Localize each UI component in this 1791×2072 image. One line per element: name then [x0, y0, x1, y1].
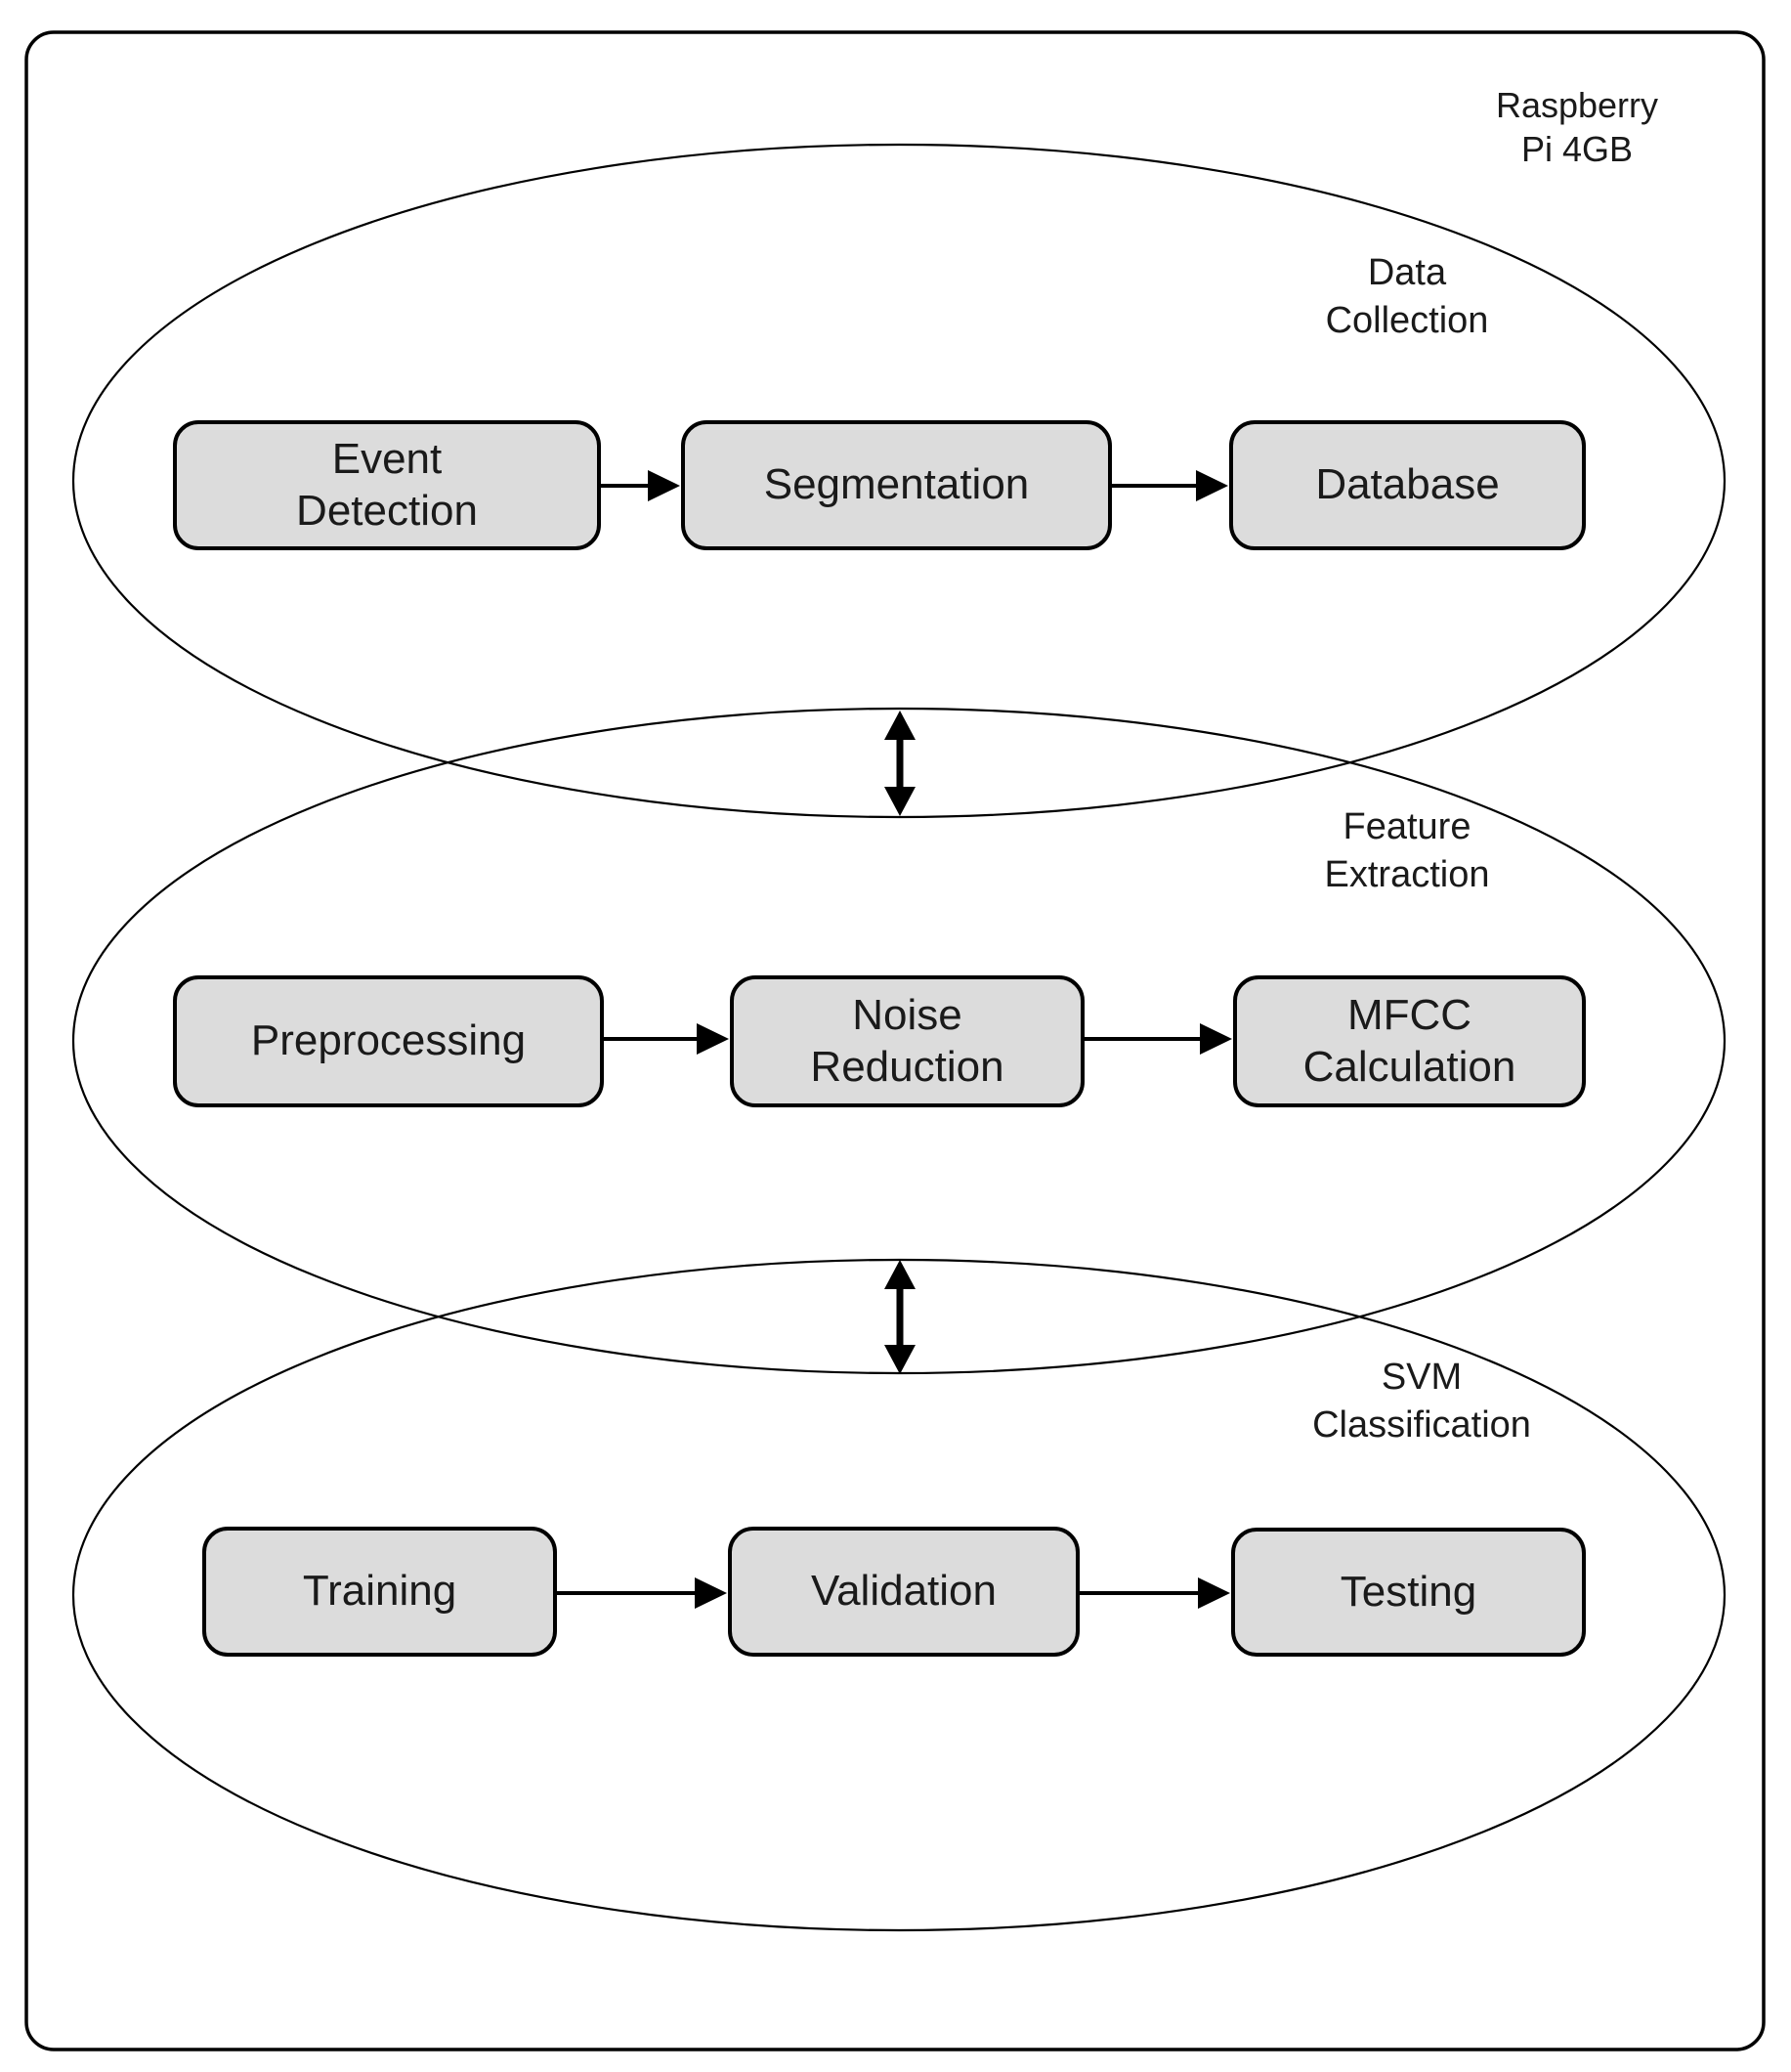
arrow-preprocessing-to-noise-reduction	[604, 1023, 729, 1055]
arrow-noise-reduction-to-mfcc	[1085, 1023, 1232, 1055]
group-label-svm-classification: SVM Classification	[1312, 1357, 1531, 1446]
node-database: Database	[1229, 420, 1586, 550]
node-mfcc-calculation: MFCC Calculation	[1233, 975, 1586, 1107]
node-segmentation: Segmentation	[681, 420, 1112, 550]
group-label-feature-extraction: Feature Extraction	[1324, 806, 1490, 895]
node-preprocessing: Preprocessing	[173, 975, 604, 1107]
node-testing: Testing	[1231, 1528, 1586, 1657]
arrow-validation-to-testing	[1080, 1577, 1230, 1609]
feature-extraction-ellipse	[71, 707, 1727, 1375]
arrow-segmentation-to-database	[1112, 470, 1228, 501]
data-collection-ellipse	[71, 143, 1727, 819]
group-label-data-collection: Data Collection	[1325, 252, 1489, 341]
svm-classification-ellipse	[71, 1258, 1727, 1932]
node-validation: Validation	[728, 1527, 1080, 1657]
arrow-training-to-validation	[557, 1577, 727, 1609]
node-event-detection: Event Detection	[173, 420, 601, 550]
device-label: Raspberry Pi 4GB	[1495, 85, 1659, 169]
double-arrow-extraction-classification	[884, 1260, 916, 1374]
node-noise-reduction: Noise Reduction	[730, 975, 1085, 1107]
node-training: Training	[202, 1527, 557, 1657]
double-arrow-collection-extraction	[884, 711, 916, 816]
arrow-event-detection-to-segmentation	[601, 470, 680, 501]
raspberry-pi-boundary	[24, 30, 1766, 2051]
